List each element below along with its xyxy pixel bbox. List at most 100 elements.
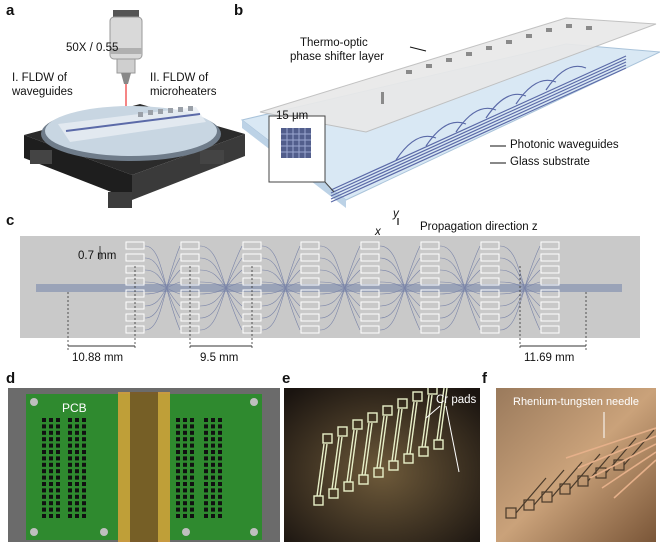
objective-label: 50X / 0.55 xyxy=(66,42,119,54)
header-pin xyxy=(75,501,79,506)
header-pin xyxy=(49,450,53,454)
panel-e-cr-pads-photo xyxy=(284,388,480,542)
header-pin xyxy=(75,488,79,493)
header-pin xyxy=(82,450,86,454)
header-pin xyxy=(42,494,46,499)
header-pin xyxy=(204,450,208,454)
cr-pad xyxy=(358,474,369,485)
header-pin xyxy=(75,437,79,442)
waveguide-bundle xyxy=(330,55,627,203)
cr-pad xyxy=(403,453,414,464)
cr-pad xyxy=(322,433,333,444)
header-pin xyxy=(82,494,86,499)
header-pin xyxy=(68,488,72,493)
header-pin xyxy=(211,507,215,512)
header-pin xyxy=(183,424,187,429)
microheater xyxy=(300,265,320,274)
header-pin xyxy=(218,494,222,499)
right-length-label: 11.69 mm xyxy=(524,352,575,364)
header-pin xyxy=(218,469,222,474)
microheater xyxy=(540,289,560,298)
header-pin xyxy=(82,482,86,486)
microheater xyxy=(480,313,500,322)
microheater xyxy=(420,313,440,322)
header-pin xyxy=(190,424,194,429)
microheater xyxy=(480,241,500,250)
microheater xyxy=(360,241,380,250)
layer-label-line2: phase shifter layer xyxy=(290,51,384,63)
panel-e-letter: e xyxy=(282,370,291,387)
cr-pad xyxy=(397,398,408,409)
header-pin xyxy=(75,462,79,467)
header-pin xyxy=(82,424,86,429)
header-pin xyxy=(82,507,86,512)
header-pin xyxy=(204,514,208,518)
left-length-label: 10.88 mm xyxy=(72,352,124,364)
cross-section-inset xyxy=(268,115,335,193)
header-pin xyxy=(183,488,187,493)
header-pin xyxy=(204,494,208,499)
header-pin xyxy=(75,475,79,480)
microheater xyxy=(300,289,320,298)
microheater xyxy=(360,253,380,262)
cr-pad xyxy=(373,467,384,478)
header-pin xyxy=(190,418,194,422)
step2-label-line1: II. FLDW of xyxy=(150,72,209,84)
cr-pad xyxy=(412,391,423,402)
panel-b-letter: b xyxy=(234,2,244,19)
header-pin xyxy=(183,430,187,435)
cr-pad xyxy=(337,426,348,437)
header-pin xyxy=(176,501,180,506)
header-pin xyxy=(42,424,46,429)
microheater xyxy=(242,253,262,262)
header-pin xyxy=(183,507,187,512)
header-pin xyxy=(211,418,215,422)
header-pin xyxy=(204,462,208,467)
header-pin xyxy=(183,494,187,499)
header-pin xyxy=(218,501,222,506)
coordinate-axes xyxy=(397,218,399,225)
microheater xyxy=(480,301,500,310)
header-pin xyxy=(190,469,194,474)
header-pin xyxy=(56,501,60,506)
header-pin xyxy=(56,424,60,429)
objective-lens xyxy=(109,10,143,112)
header-pin xyxy=(82,437,86,442)
header-pin xyxy=(68,462,72,467)
header-pin xyxy=(49,501,53,506)
header-pin xyxy=(49,469,53,474)
header-pin xyxy=(42,514,46,518)
header-pin xyxy=(56,418,60,422)
microheater xyxy=(360,301,380,310)
panel-f-letter: f xyxy=(482,370,487,387)
cr-pads-label: Cr pads xyxy=(436,394,477,406)
header-pin xyxy=(49,488,53,493)
header-pin xyxy=(211,437,215,442)
header-pin xyxy=(56,514,60,518)
header-pin xyxy=(183,482,187,486)
header-pins xyxy=(42,418,222,518)
microheater xyxy=(180,253,200,262)
microheater xyxy=(242,241,262,250)
header-pin xyxy=(176,475,180,480)
microheater xyxy=(480,289,500,298)
cr-pad-array xyxy=(313,388,448,506)
header-pin xyxy=(204,475,208,480)
header-pin xyxy=(68,430,72,435)
header-pin xyxy=(211,456,215,461)
microheater xyxy=(360,313,380,322)
header-pin xyxy=(56,507,60,512)
header-pin xyxy=(176,507,180,512)
needle-label: Rhenium-tungsten needle xyxy=(513,396,639,408)
middle-length-label: 9.5 mm xyxy=(200,352,239,364)
header-pin xyxy=(75,418,79,422)
header-pin xyxy=(190,501,194,506)
header-pin xyxy=(176,494,180,499)
microheater xyxy=(540,313,560,322)
header-pin xyxy=(176,456,180,461)
header-pin xyxy=(82,456,86,461)
header-pin xyxy=(82,462,86,467)
header-pin xyxy=(211,475,215,480)
header-pin xyxy=(68,424,72,429)
header-pin xyxy=(68,494,72,499)
